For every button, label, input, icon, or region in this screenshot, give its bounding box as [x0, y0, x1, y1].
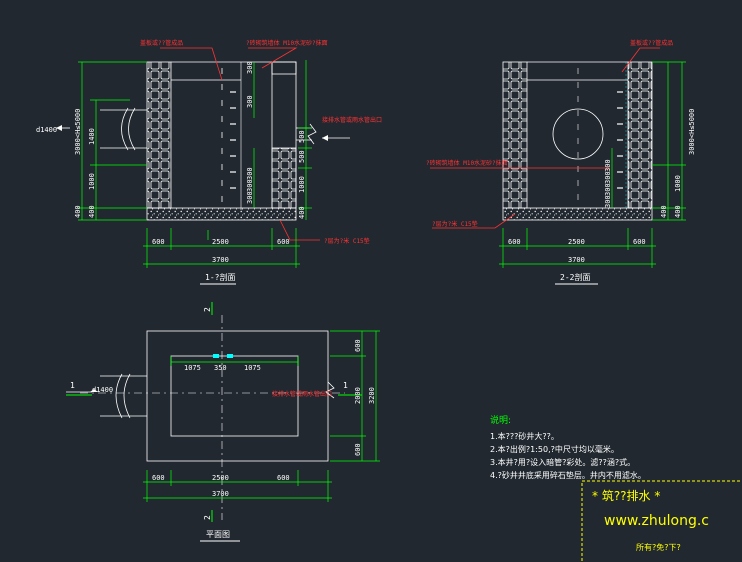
watermark: * 筑??排水 * www.zhulong.c 所有?免?下?	[581, 480, 742, 562]
s11-callout-top-left: 盖板或??管成品	[140, 39, 183, 47]
plan-mark-top: 2	[203, 307, 212, 312]
plan-top-1: 1075	[184, 364, 201, 372]
s22-dim-h2: 2500	[568, 238, 585, 246]
s11-dim-v2: 1000	[88, 173, 96, 190]
s22-callout-bottom: ?层为?米 C15垫	[432, 220, 478, 228]
s22-inner-4: 300	[604, 195, 612, 208]
plan-pipe-label: d1400	[92, 386, 113, 394]
dims-2-2	[499, 61, 686, 268]
s11-dim-v1: 1400	[88, 128, 96, 145]
s11-inner-5: 300	[246, 191, 254, 204]
s11-dim-h2: 2500	[212, 238, 229, 246]
plan-bottom-2: 2500	[212, 474, 229, 482]
s22-callout-mid: ?砖砌筑墙体 M10水泥砂?抹面	[426, 159, 508, 167]
s22-dim-h3: 600	[633, 238, 646, 246]
s22-right-wall	[627, 61, 653, 209]
plan-view: 1075 350 1075 600 2500 600 3700 600 2000…	[66, 302, 380, 542]
s11-inner-3: 300	[246, 167, 254, 180]
s11-callout-bottom: ?层为?米 C15垫	[324, 237, 370, 245]
note-line-2: 2.本?出例?1:50,?中尺寸均以毫米。	[490, 444, 619, 454]
watermark-line-3: 所有?免?下?	[636, 542, 681, 552]
plan-callout: 接排水管或雨水管出口	[272, 390, 332, 398]
dims-plan	[143, 330, 380, 502]
s22-inner-1: 300	[604, 159, 612, 172]
s11-dim-v4: 400	[88, 205, 96, 218]
plan-outer	[146, 330, 329, 462]
plan-right-3: 600	[354, 443, 362, 456]
s11-inner-2: 300	[246, 95, 254, 108]
plan-right-1: 600	[354, 339, 362, 352]
s22-dim-v3: 400	[674, 205, 682, 218]
s22-dim-v1: 3000<H≤5000	[688, 109, 696, 155]
s22-title: 2-2剖面	[560, 272, 590, 282]
plan-inner	[170, 355, 299, 437]
s11-title: 1-?剖面	[205, 272, 235, 282]
plan-top-3: 1075	[244, 364, 261, 372]
s11-inner-4: 300	[246, 179, 254, 192]
notes-heading: 说明:	[490, 414, 511, 426]
s11-dim-h1: 600	[152, 238, 165, 246]
note-line-4: 4.?砂井井底采用碎石垫层。井内不用滤水。	[490, 470, 646, 480]
plan-mark-bottom: 2	[203, 515, 212, 520]
gravel-base	[146, 207, 297, 221]
watermark-line-2: www.zhulong.c	[604, 513, 709, 529]
s11-dim-h4: 3700	[212, 256, 229, 264]
s22-inner-2: 300	[604, 171, 612, 184]
plan-mark-left: 1	[70, 381, 75, 390]
plan-bottom-4: 3700	[212, 490, 229, 498]
right-brick-wall	[271, 147, 297, 209]
notes-block: 说明: 1.本???砂井大??。 2.本?出例?1:50,?中尺寸均以毫米。 3…	[490, 414, 646, 480]
plan-right-2: 2000	[354, 387, 362, 404]
plan-title: 平面图	[206, 530, 230, 539]
pipe-opening	[552, 108, 604, 160]
plan-right-4: 3200	[368, 387, 376, 404]
watermark-line-1: * 筑??排水 *	[592, 488, 660, 503]
inlet-pipe	[100, 109, 147, 149]
plan-bottom-1: 600	[152, 474, 165, 482]
plan-bottom-3: 600	[277, 474, 290, 482]
note-line-1: 1.本???砂井大??。	[490, 431, 559, 441]
s22-left-wall	[502, 61, 528, 209]
s11-right-4: 400	[298, 206, 306, 219]
section-2-2: 盖板或??管成品 ?砖砌筑墙体 M10水泥砂?抹面 ?层为?米 C15垫 600…	[426, 39, 696, 285]
s22-dim-v2: 1000	[674, 175, 682, 192]
s11-dim-h3: 600	[277, 238, 290, 246]
s22-dim-v4: 400	[660, 205, 668, 218]
s22-dim-h1: 600	[508, 238, 521, 246]
s11-right-3: 1000	[298, 176, 306, 193]
s22-callout-top: 盖板或??管成品	[630, 39, 673, 47]
plan-top-2: 350	[214, 364, 227, 372]
section-1-1: 盖板或??管成品 ?砖砌筑墙体 M10水泥砂?抹面 接排水管或雨水管出口 ?层为…	[36, 39, 382, 285]
s11-right-1: 500	[298, 130, 306, 143]
left-brick-wall	[146, 61, 172, 209]
s11-right-2: 500	[298, 150, 306, 163]
s11-inner-1: 300	[246, 61, 254, 74]
s11-pipe-label: d1400	[36, 126, 57, 134]
plan-mark-right: 1	[343, 381, 348, 390]
s11-callout-top-right: ?砖砌筑墙体 M10水泥砂?抹面	[246, 39, 328, 47]
note-line-3: 3.本井?用?设入暗管?彩处。滤??涵?式。	[490, 457, 635, 467]
s22-gravel-base	[502, 207, 653, 221]
s11-dim-v3: 400	[74, 205, 82, 218]
dims-1-1	[78, 60, 312, 268]
s11-callout-right: 接排水管或雨水管出口	[322, 116, 382, 124]
s22-inner-3: 300	[604, 183, 612, 196]
s11-dim-v5: 3000<H≤5000	[74, 109, 82, 155]
s22-dim-h4: 3700	[568, 256, 585, 264]
